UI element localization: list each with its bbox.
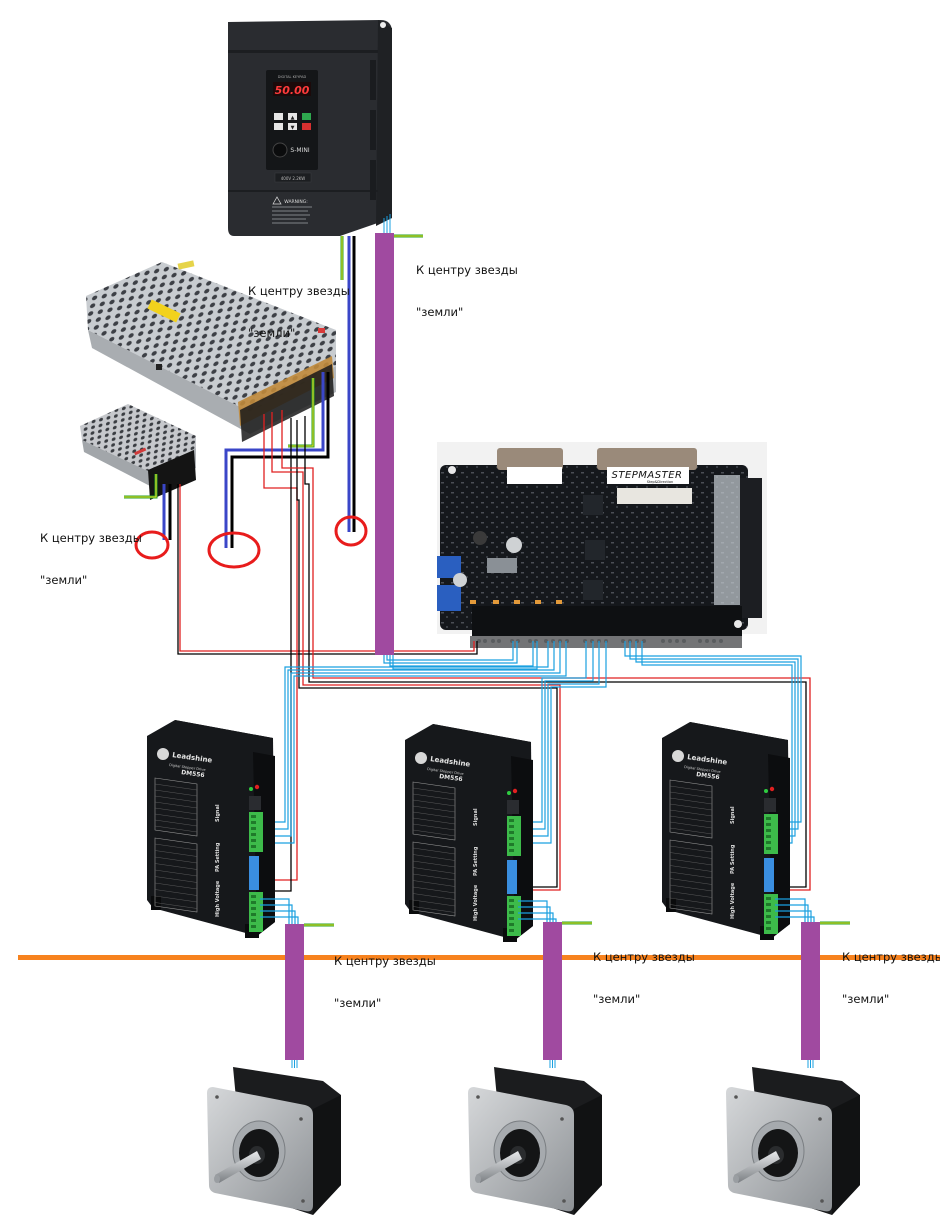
- vfd-inverter: DIGITAL KEYPAD 50.00 ▲ ▼ S-MINI 400V 2.2…: [228, 20, 392, 236]
- power-wiring: [124, 236, 811, 892]
- label-driver2-ground: К центру звезды "земли": [593, 922, 695, 1020]
- motor-cable-3: [775, 898, 850, 1068]
- driver-signal-label: Signal: [473, 808, 479, 826]
- shield-cable-motor-3: [801, 922, 820, 1060]
- vfd-buttons: ▲ ▼: [274, 113, 311, 131]
- power-led-icon: [249, 787, 253, 791]
- driver-setting-label: PA Setting: [473, 846, 479, 876]
- label-line2: "земли": [842, 992, 890, 1006]
- loop-marker-small-psu: [134, 530, 170, 560]
- label-driver1-ground: К центру звезды "земли": [334, 926, 436, 1024]
- loop-markers: [134, 515, 368, 569]
- leadshine-logo-icon: [672, 750, 684, 762]
- vfd-button-run[interactable]: [302, 113, 311, 120]
- label-line1: К центру звезды: [248, 284, 350, 298]
- vfd-button-up[interactable]: [288, 113, 297, 120]
- label-psu-small-ground: К центру звезды "земли": [40, 503, 142, 601]
- stepper-motor-2: [468, 1067, 602, 1215]
- label-line1: К центру звезды: [416, 263, 518, 277]
- power-led-icon: [507, 791, 511, 795]
- controller-board: STEPMASTER Step&Direction: [437, 442, 767, 648]
- label-line2: "земли": [416, 305, 464, 319]
- label-line1: К центру звезды: [334, 954, 436, 968]
- stepper-motor-1: [207, 1067, 341, 1215]
- ground-bus-line: [18, 955, 940, 960]
- loop-marker-big-psu: [207, 531, 261, 569]
- motor-shaft: [215, 1151, 261, 1183]
- loop-marker-vfd: [334, 515, 368, 547]
- db25-connector-1: [497, 448, 563, 470]
- controller-sub: Step&Direction: [647, 480, 674, 484]
- driver-power-label: High Voltage: [473, 884, 479, 921]
- driver-subtitle: Digital Stepper Drive: [427, 767, 464, 776]
- up-arrow-icon: ▲: [291, 115, 295, 121]
- driver-subtitle: Digital Stepper Drive: [169, 763, 206, 772]
- controller-terminal-blocks: [472, 606, 742, 636]
- vfd-keypad-header: DIGITAL KEYPAD: [278, 75, 307, 79]
- alarm-led-icon: [254, 784, 260, 790]
- driver-power-label: High Voltage: [730, 882, 736, 919]
- alarm-led-icon: [512, 788, 518, 794]
- driver-subtitle: Digital Stepper Drive: [684, 765, 721, 774]
- vfd-warning: WARNING:: [284, 199, 307, 205]
- db25-connector-2: [597, 448, 697, 470]
- dip-switches[interactable]: [764, 858, 774, 892]
- driver-signal-label: Signal: [730, 806, 736, 824]
- driver-setting-label: PA Setting: [730, 844, 736, 874]
- driver-power-label: High Voltage: [215, 880, 221, 917]
- vfd-button-down[interactable]: [288, 123, 297, 130]
- vfd-display-value: 50.00: [275, 84, 310, 97]
- label-line1: К центру звезды: [40, 531, 142, 545]
- label-vfd-ground: К центру звезды "земли": [416, 235, 518, 333]
- vfd-button-enter[interactable]: [274, 123, 283, 130]
- vfd-button-prg[interactable]: [274, 113, 283, 120]
- label-psu-big-ground: К центру звезды "земли": [248, 256, 350, 354]
- alarm-led-icon: [769, 786, 775, 792]
- stepmaster-label: [607, 467, 689, 484]
- controller-brand: STEPMASTER: [612, 470, 683, 481]
- psu-small: [80, 404, 196, 500]
- label-line2: "земли": [248, 326, 296, 340]
- vfd-button-stop[interactable]: [302, 123, 311, 130]
- relay-1: [437, 556, 461, 578]
- power-led-icon: [764, 789, 768, 793]
- label-line1: К центру звезды: [842, 950, 940, 964]
- idc-header: [617, 488, 692, 504]
- warning-icon: [272, 196, 282, 205]
- driver-model: DM556: [439, 773, 463, 783]
- motor-cable-2: [518, 900, 592, 1068]
- leadshine-logo-icon: [157, 748, 169, 760]
- label-line1: К центру звезды: [593, 950, 695, 964]
- vfd-model: S-MINI: [290, 147, 309, 154]
- shield-cable-motor-2: [543, 922, 562, 1060]
- psu-small-terminals: [148, 450, 196, 500]
- stepper-motor-3: [726, 1067, 860, 1215]
- motor-shaft: [734, 1151, 780, 1183]
- label-line2: "земли": [334, 996, 382, 1010]
- vfd-rating: 400V 2.2KW: [281, 176, 305, 181]
- relay-2: [437, 585, 461, 611]
- vfd-display: [273, 82, 311, 96]
- label-line2: "земли": [40, 573, 88, 587]
- motor-shaft: [476, 1151, 522, 1183]
- driver-model: DM556: [181, 769, 205, 779]
- label-line2: "земли": [593, 992, 641, 1006]
- shield-cable-motor-1: [285, 924, 304, 1060]
- motor-cable-1: [260, 898, 334, 1068]
- label-driver3-ground: К центру звезды "земли": [842, 922, 940, 1020]
- dip-switches[interactable]: [507, 860, 517, 894]
- driver-signal-label: Signal: [215, 804, 221, 822]
- dip-switches[interactable]: [249, 856, 259, 890]
- leadshine-logo-icon: [415, 752, 427, 764]
- driver-setting-label: PA Setting: [215, 842, 221, 872]
- vfd-knob[interactable]: [272, 142, 288, 158]
- down-arrow-icon: ▼: [291, 125, 295, 131]
- driver-model: DM556: [696, 771, 720, 781]
- shield-cable-vfd: [375, 233, 394, 655]
- vfd-shielded-cable: [375, 214, 538, 670]
